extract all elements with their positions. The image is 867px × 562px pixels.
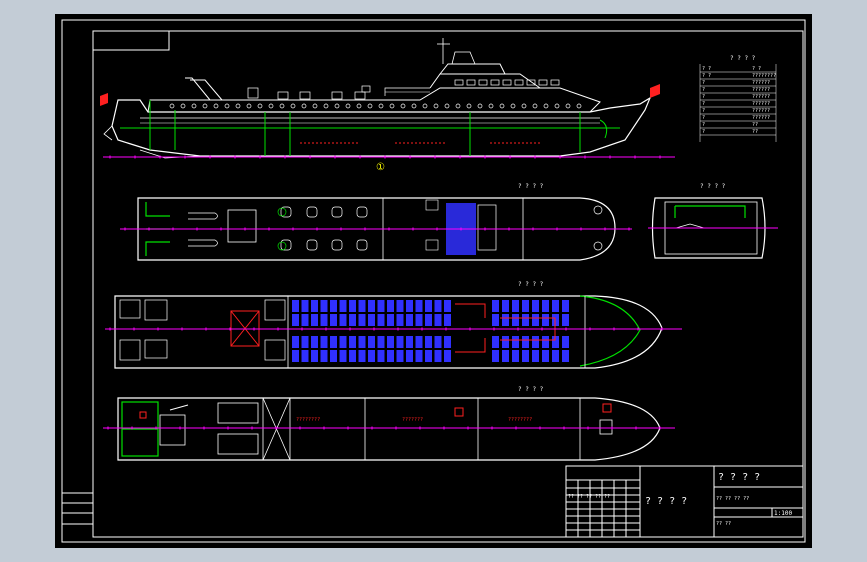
compartment-label-2: ??????? [402,417,423,423]
stern-view-caption: ? ? ? ? [700,183,726,190]
title-block [565,465,804,538]
top-deck-plan: ? ? ? ? [120,183,632,261]
spec-row-value: ?? [752,122,758,128]
spec-row-key: ? ? [702,73,711,79]
title-block-row-2: ?? ?? ?? ?? [716,496,749,502]
spec-row-value: ?????? [752,115,770,121]
spec-row-value: ?????? [752,94,770,100]
spec-table-title: ? ? ? ? [730,55,756,62]
title-block-name: ? ? ? ? [718,472,760,483]
spec-table: ? ? ? ? ? ?? ?? ????????????????????????… [699,55,777,142]
corner-stamp [92,30,170,51]
spec-row-value: ?????? [752,87,770,93]
spec-row-key: ? [702,80,705,86]
spec-row-value: ?????? [752,101,770,107]
profile-view: ① [100,38,675,173]
title-border [92,30,804,538]
drawing-sheet [55,14,812,548]
view-caption-1: ? ? ? ? [518,183,544,190]
spec-row-value: ? ? [752,66,761,72]
hull-outline [111,96,652,157]
spec-row-value: ?? [752,129,758,135]
title-block-row-3: ?? ?? [716,521,731,527]
spec-row-key: ? [702,101,705,107]
spec-row-value: ???????? [752,73,776,79]
spec-row-key: ? [702,129,705,135]
spec-row-value: ?????? [752,108,770,114]
spec-row-key: ? [702,115,705,121]
view-caption-3: ? ? ? ? [518,386,544,393]
compartment-label-1: ???????? [296,417,320,423]
inner-border [61,19,806,543]
spec-row-key: ? [702,122,705,128]
title-block-row-1: ?? ?? ?? ?? ?? [568,494,610,500]
passenger-deck-plan: ? ? ? ? [105,281,682,369]
drawing-scale: 1:100 [774,510,792,517]
spec-row-key: ? ? [702,66,711,72]
left-margin-stamp [62,492,93,525]
lower-deck-plan: ? ? ? ? ?????? [103,386,675,461]
spec-row-key: ? [702,108,705,114]
stern-view: ? ? ? ? [648,183,778,259]
spec-row-key: ? [702,87,705,93]
profile-marker: ① [376,162,385,173]
compartment-label-3: ???????? [508,417,532,423]
drawing-title: ? ? ? ? [645,496,687,507]
spec-row-value: ?????? [752,80,770,86]
spec-row-key: ? [702,94,705,100]
view-caption-2: ? ? ? ? [518,281,544,288]
